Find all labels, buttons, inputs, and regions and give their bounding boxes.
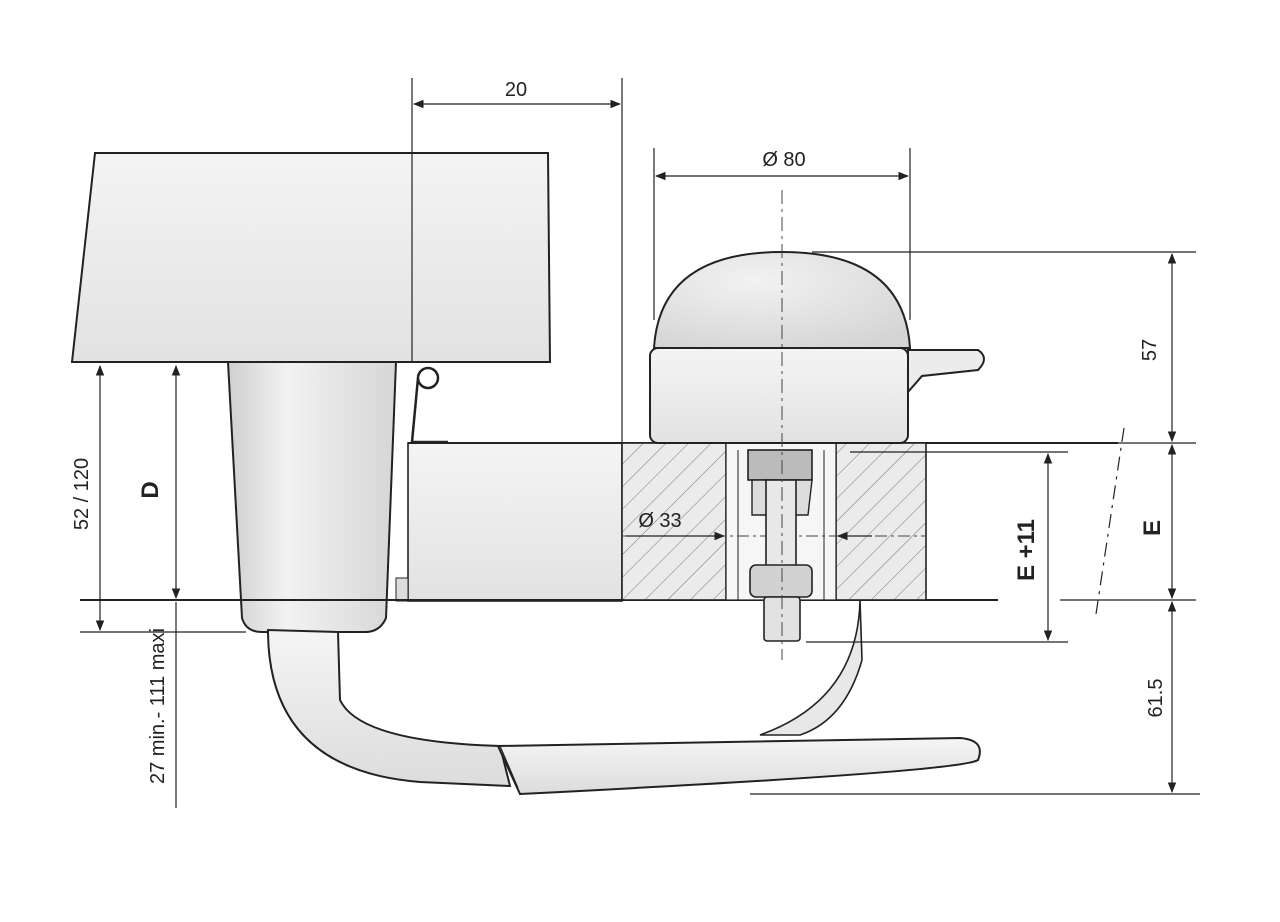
dim-61-5: 61.5 (1145, 679, 1167, 718)
cover-box (70, 152, 552, 363)
mounting-plate (395, 442, 623, 602)
dim-diameter-80: Ø 80 (762, 149, 805, 171)
dim-diameter-33: Ø 33 (638, 510, 681, 532)
dim-d: D (137, 481, 164, 498)
dim-57: 57 (1139, 339, 1161, 361)
dim-52-120: 52 / 120 (71, 458, 93, 530)
dim-27-111: 27 min.- 111 maxi (147, 628, 169, 784)
dome-cap (649, 250, 985, 444)
latch-bolt (747, 190, 813, 660)
spring-clip (410, 366, 448, 444)
dim-e: E (1139, 520, 1166, 536)
dimension-lines (80, 78, 1200, 808)
handle (266, 599, 981, 796)
cylinder-body (226, 361, 398, 633)
dim-20: 20 (505, 79, 527, 101)
dim-e-plus-11: E +11 (1013, 519, 1040, 581)
